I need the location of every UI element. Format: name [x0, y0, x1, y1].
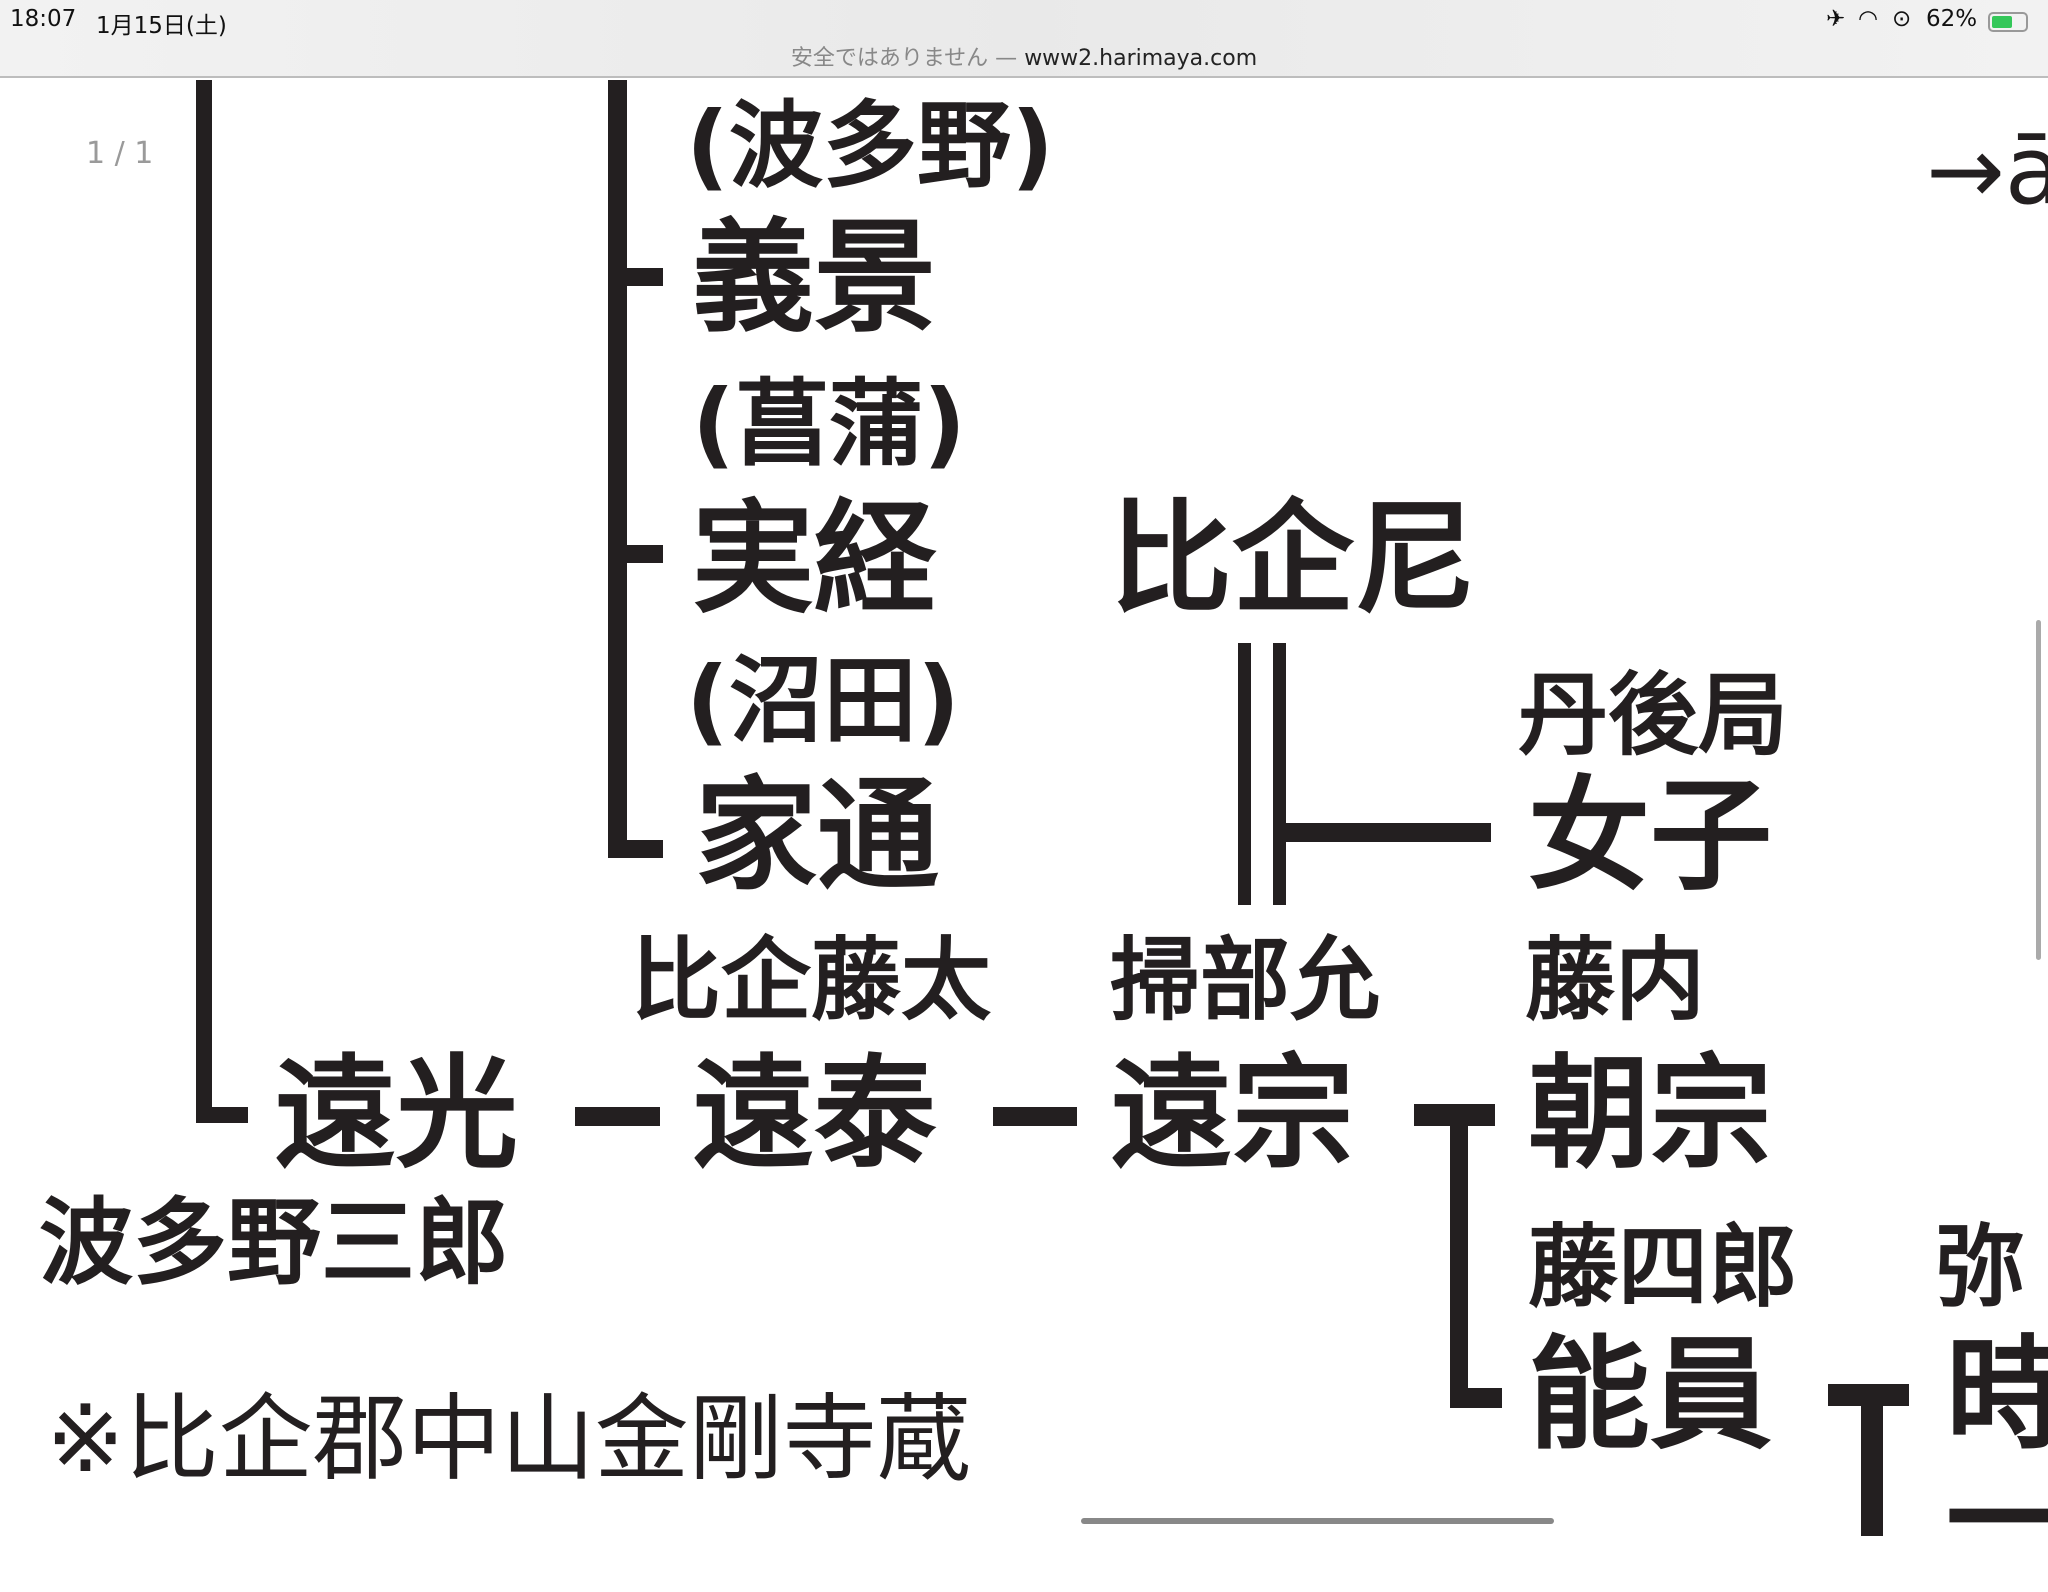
name-label: 波多野三郎: [39, 1189, 510, 1298]
security-warning: 安全ではありません —: [790, 46, 1018, 71]
horizontal-scrollbar[interactable]: [1081, 1518, 1554, 1524]
date: 1月15日(土): [96, 13, 227, 39]
marriage-line: [1273, 643, 1286, 905]
name-label: 遠宗: [1110, 1043, 1354, 1185]
name-label: 家通: [695, 765, 939, 907]
source-note: ※比企郡中山金剛寺蔵: [46, 1385, 971, 1494]
name-label: 朝宗: [1528, 1043, 1772, 1185]
name-label: 時: [1946, 1324, 2048, 1466]
tree-line: [608, 545, 663, 563]
tree-line: [608, 840, 663, 858]
status-bar: 18:07 1月15日(土) ✈ ◠ ⊙ 62% 安全ではありません — www…: [0, 0, 2048, 78]
orientation-lock-icon: ⊙: [1892, 6, 1912, 32]
marriage-line: [1238, 643, 1251, 905]
name-label: (菖蒲): [692, 370, 966, 479]
tree-line: [608, 80, 627, 858]
tree-line: [1450, 1104, 1468, 1408]
name-label: 掃部允: [1110, 928, 1380, 1033]
name-label: 女子: [1528, 765, 1772, 907]
name-label: 弥: [1935, 1215, 2025, 1320]
name-label: 遠光: [274, 1043, 518, 1185]
battery-percent: 62%: [1926, 6, 1978, 32]
tree-line: [196, 80, 212, 1123]
tree-line: [1286, 823, 1491, 842]
name-label: 丹後局: [1518, 663, 1788, 768]
address-bar[interactable]: 安全ではありません — www2.harimaya.com: [0, 40, 2048, 72]
name-label: 藤四郎: [1528, 1215, 1798, 1320]
name-label: 遠泰: [692, 1043, 936, 1185]
name-label: 一: [1946, 1450, 2048, 1592]
name-label: 義景: [692, 207, 936, 349]
domain: www2.harimaya.com: [1024, 46, 1258, 71]
name-label: (沼田): [686, 647, 960, 756]
continuation-arrow: →ā: [1926, 117, 2048, 226]
page-indicator: 1 / 1: [86, 136, 154, 171]
name-label: 比企藤太: [631, 928, 991, 1033]
time: 18:07: [10, 6, 77, 32]
tree-line: [608, 268, 663, 286]
name-label: (波多野): [686, 92, 1054, 201]
name-label: 藤内: [1525, 928, 1705, 1033]
name-label: 比企尼: [1110, 488, 1476, 630]
wifi-icon: ◠: [1858, 6, 1879, 32]
vertical-scrollbar[interactable]: [2036, 620, 2041, 960]
tree-line: [993, 1107, 1077, 1126]
name-label: 能員: [1528, 1324, 1772, 1466]
tree-line: [1861, 1384, 1883, 1536]
tree-line: [1450, 1388, 1502, 1408]
name-label: 実経: [692, 488, 936, 630]
tree-line: [575, 1107, 660, 1126]
tree-line: [196, 1107, 248, 1123]
battery-charging-icon: [1988, 8, 2028, 34]
airplane-icon: ✈: [1826, 6, 1846, 32]
